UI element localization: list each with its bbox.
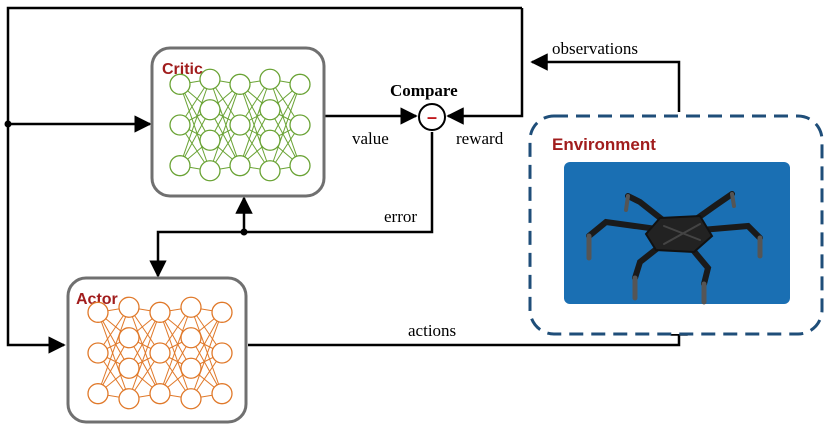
reward-label: reward bbox=[456, 129, 504, 148]
network-node bbox=[259, 160, 281, 182]
network-node bbox=[259, 129, 281, 151]
hexapod-robot-icon bbox=[586, 191, 763, 305]
network-edge bbox=[179, 79, 211, 166]
network-edge bbox=[179, 84, 211, 171]
network-edge bbox=[159, 312, 192, 399]
network-node bbox=[289, 155, 311, 177]
network-node bbox=[118, 327, 140, 349]
network-node bbox=[118, 388, 140, 410]
network-node bbox=[289, 114, 311, 136]
network-edge bbox=[159, 337, 192, 394]
network-edge bbox=[128, 312, 161, 399]
network-edge bbox=[97, 337, 130, 394]
network-node bbox=[211, 383, 233, 405]
top-loop-right-line bbox=[446, 8, 524, 125]
network-node bbox=[229, 155, 251, 177]
junction-dot-left bbox=[4, 120, 12, 128]
network-node bbox=[259, 68, 281, 90]
critic-network bbox=[169, 68, 311, 182]
network-node bbox=[229, 114, 251, 136]
observations-line bbox=[530, 53, 681, 112]
network-edge bbox=[159, 307, 192, 394]
network-node bbox=[87, 301, 109, 323]
network-node bbox=[169, 155, 191, 177]
network-node bbox=[211, 301, 233, 323]
network-node bbox=[211, 342, 233, 364]
network-node bbox=[87, 342, 109, 364]
network-edge bbox=[209, 79, 241, 166]
network-edge bbox=[209, 84, 241, 171]
network-edge bbox=[128, 337, 161, 394]
network-node bbox=[199, 160, 221, 182]
network-node bbox=[169, 73, 191, 95]
network-node bbox=[149, 301, 171, 323]
compare-minus: – bbox=[427, 107, 437, 127]
network-node bbox=[199, 99, 221, 121]
network-node bbox=[180, 357, 202, 379]
actor-network bbox=[87, 296, 233, 410]
network-node bbox=[87, 383, 109, 405]
network-node bbox=[118, 357, 140, 379]
network-node bbox=[199, 129, 221, 151]
network-node bbox=[180, 388, 202, 410]
value-label: value bbox=[352, 129, 389, 148]
network-node bbox=[259, 99, 281, 121]
environment-title: Environment bbox=[552, 135, 656, 154]
network-edge bbox=[97, 307, 130, 394]
compare-node bbox=[418, 103, 446, 131]
network-edge bbox=[97, 312, 130, 369]
network-edge bbox=[97, 312, 130, 399]
network-node bbox=[229, 73, 251, 95]
network-node bbox=[169, 114, 191, 136]
network-node bbox=[149, 383, 171, 405]
network-edge bbox=[128, 307, 161, 394]
actor-title: Actor bbox=[76, 291, 118, 308]
network-node bbox=[289, 73, 311, 95]
network-edge bbox=[239, 79, 271, 166]
network-edge bbox=[239, 84, 271, 171]
network-edge bbox=[128, 312, 161, 369]
observations-label: observations bbox=[552, 39, 638, 58]
network-node bbox=[180, 327, 202, 349]
network-edge bbox=[190, 307, 223, 394]
top-loop-line bbox=[6, 6, 522, 354]
network-edge bbox=[159, 312, 192, 369]
network-node bbox=[118, 296, 140, 318]
network-edge bbox=[190, 312, 223, 399]
network-edge bbox=[269, 84, 301, 171]
critic-title: Critic bbox=[162, 61, 203, 78]
network-node bbox=[199, 68, 221, 90]
network-node bbox=[180, 296, 202, 318]
network-edge bbox=[269, 79, 301, 166]
actions-label: actions bbox=[408, 321, 456, 340]
error-label: error bbox=[384, 207, 417, 226]
error-line bbox=[149, 132, 434, 278]
network-edge bbox=[190, 312, 223, 369]
junction-dot-error bbox=[240, 228, 248, 236]
compare-label: Compare bbox=[390, 81, 458, 100]
network-node bbox=[149, 342, 171, 364]
network-edge bbox=[190, 337, 223, 394]
